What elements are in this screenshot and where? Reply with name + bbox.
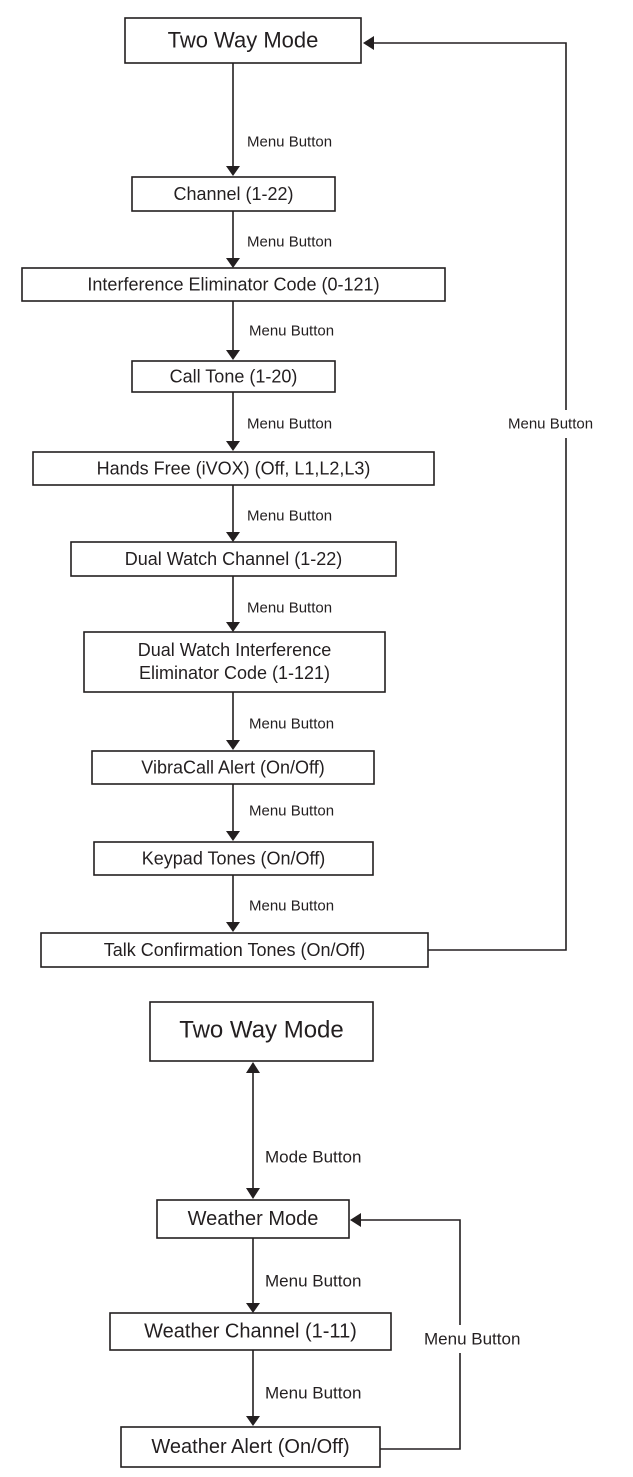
box-label: Hands Free (iVOX) (Off, L1,L2,L3) xyxy=(97,459,371,479)
top-edge-labels: Menu Button Menu Button Menu Button Menu… xyxy=(247,134,630,915)
box-interference-code: Interference Eliminator Code (0-121) xyxy=(21,267,446,302)
box-hands-free: Hands Free (iVOX) (Off, L1,L2,L3) xyxy=(32,451,435,486)
menu-button-label: Menu Button xyxy=(249,898,334,915)
box-label: VibraCall Alert (On/Off) xyxy=(141,758,324,778)
loop-menu-button-label: Menu Button xyxy=(424,1330,520,1349)
box-label: Dual Watch Channel (1-22) xyxy=(125,549,342,569)
box-label: Weather Alert (On/Off) xyxy=(151,1436,349,1458)
box-two-way-mode-2: Two Way Mode xyxy=(149,1001,374,1062)
box-label: Weather Channel (1-11) xyxy=(144,1321,357,1343)
box-weather-mode: Weather Mode xyxy=(156,1199,350,1239)
box-label: Channel (1-22) xyxy=(173,184,293,204)
menu-button-label: Menu Button xyxy=(247,234,332,251)
menu-button-label: Menu Button xyxy=(247,134,332,151)
box-talk-confirmation: Talk Confirmation Tones (On/Off) xyxy=(40,932,429,968)
box-label: Call Tone (1-20) xyxy=(170,367,298,387)
menu-button-label: Menu Button xyxy=(249,803,334,820)
loop-menu-button-label: Menu Button xyxy=(508,416,593,433)
box-label: Keypad Tones (On/Off) xyxy=(142,849,325,869)
box-dual-watch-code: Dual Watch Interference Eliminator Code … xyxy=(83,631,386,693)
loop-label-background xyxy=(502,410,630,438)
box-weather-alert: Weather Alert (On/Off) xyxy=(120,1426,381,1468)
box-two-way-mode: Two Way Mode xyxy=(124,17,362,64)
bottom-edge-labels: Mode Button Menu Button Menu Button Menu… xyxy=(265,1148,542,1403)
box-label: Weather Mode xyxy=(188,1208,319,1230)
loop-label-background xyxy=(418,1325,542,1353)
box-channel: Channel (1-22) xyxy=(131,176,336,212)
box-keypad-tones: Keypad Tones (On/Off) xyxy=(93,841,374,876)
top-flow: Menu Button Menu Button Menu Button Menu… xyxy=(21,17,630,968)
box-label: Two Way Mode xyxy=(179,1017,344,1044)
menu-button-label: Menu Button xyxy=(249,716,334,733)
menu-button-label: Menu Button xyxy=(247,600,332,617)
box-label: Interference Eliminator Code (0-121) xyxy=(87,275,379,295)
box-dual-watch-channel: Dual Watch Channel (1-22) xyxy=(70,541,397,577)
mode-button-label: Mode Button xyxy=(265,1148,361,1167)
bottom-boxes: Two Way Mode Weather Mode Weather Channe… xyxy=(109,1001,392,1468)
box-label: Two Way Mode xyxy=(168,28,319,53)
menu-button-label: Menu Button xyxy=(247,416,332,433)
box-weather-channel: Weather Channel (1-11) xyxy=(109,1312,392,1351)
menu-button-label: Menu Button xyxy=(247,508,332,525)
box-label-line-1: Dual Watch Interference xyxy=(138,640,331,660)
menu-button-label: Menu Button xyxy=(249,323,334,340)
top-boxes: Two Way Mode Channel (1-22) Interference… xyxy=(21,17,446,968)
bottom-flow: Mode Button Menu Button Menu Button Menu… xyxy=(109,1001,542,1468)
box-label: Talk Confirmation Tones (On/Off) xyxy=(104,940,365,960)
box-call-tone: Call Tone (1-20) xyxy=(131,360,336,393)
menu-button-label: Menu Button xyxy=(265,1272,361,1291)
menu-button-label: Menu Button xyxy=(265,1384,361,1403)
box-label-line-2: Eliminator Code (1-121) xyxy=(139,663,330,683)
box-vibracall: VibraCall Alert (On/Off) xyxy=(91,750,375,785)
top-connectors xyxy=(226,36,567,951)
